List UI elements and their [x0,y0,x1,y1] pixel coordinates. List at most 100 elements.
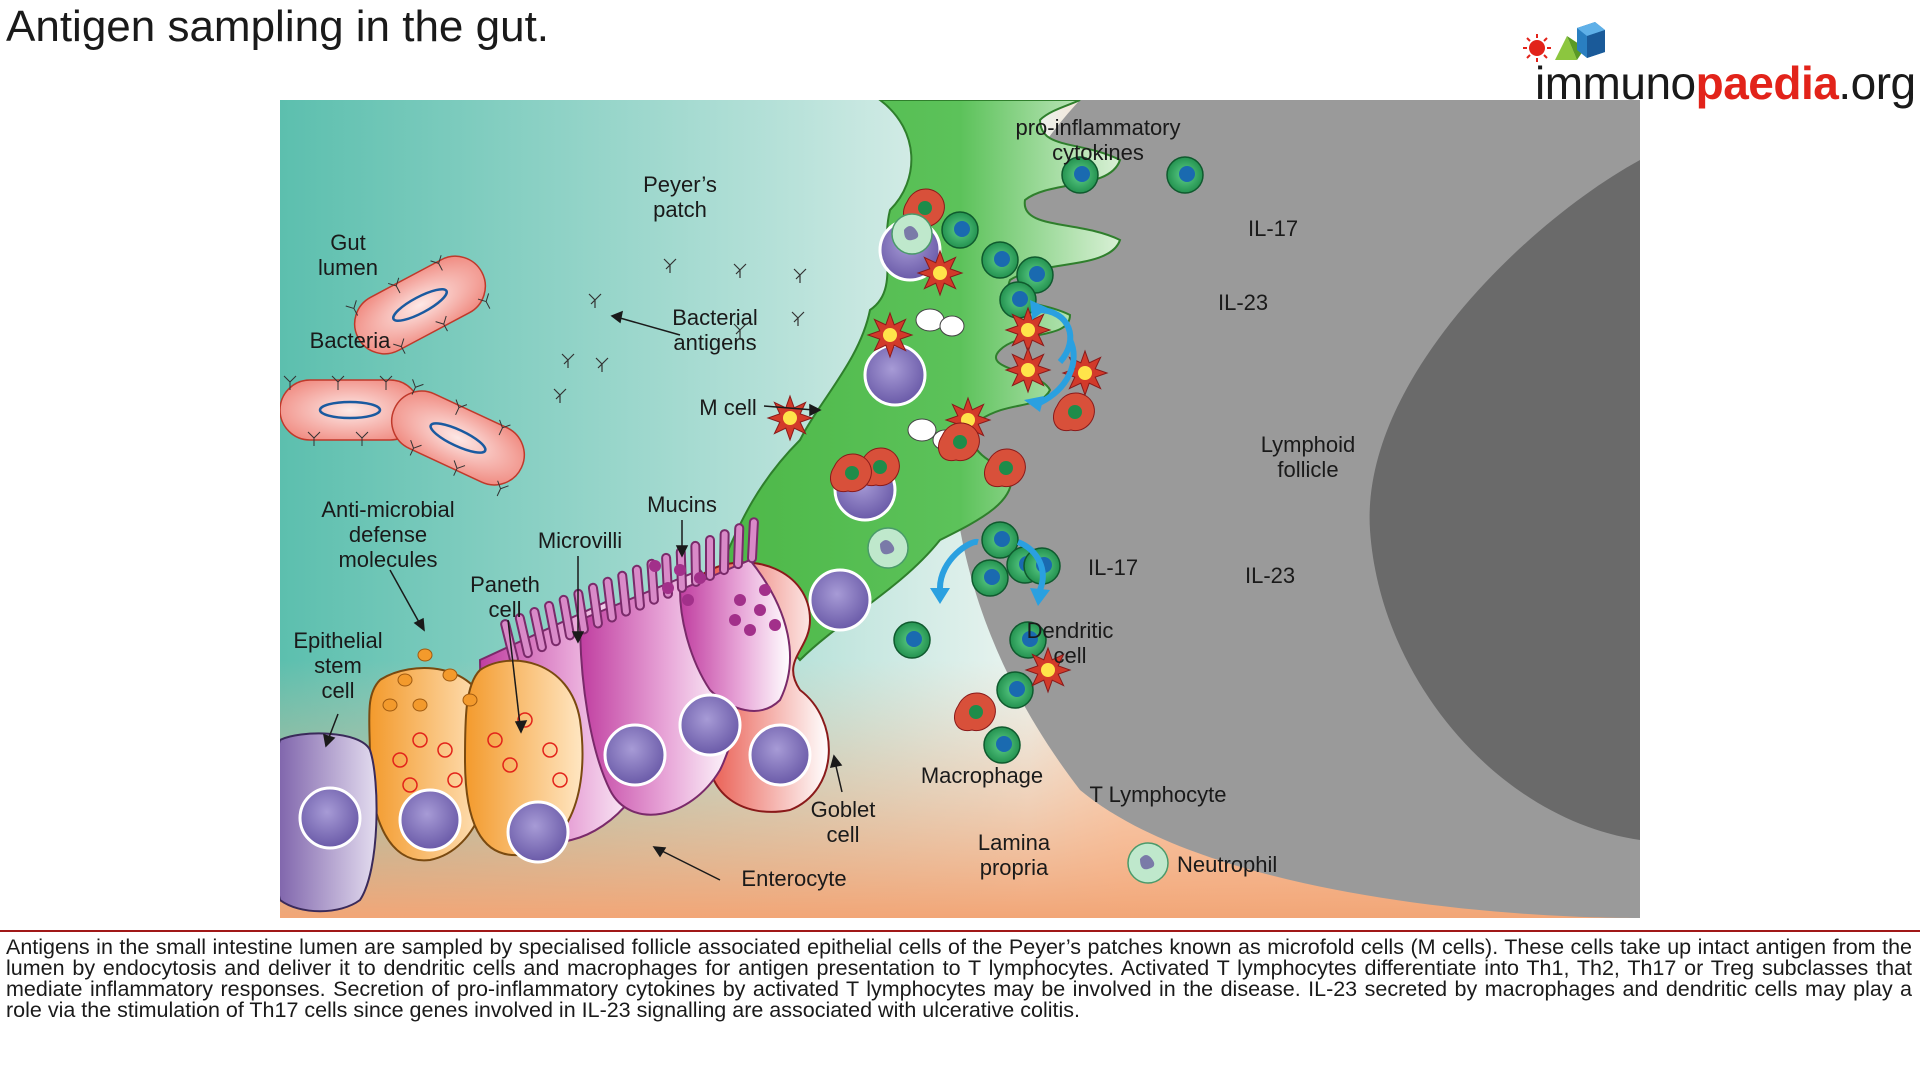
anti-microbial-granule [417,648,433,662]
paneth-granule [402,777,418,793]
bacterium-dna [429,422,487,454]
macrophage-nucleus [999,461,1013,475]
macrophage-nucleus [953,435,967,449]
label-pro-inflammatory-1: pro-inflammatory [1015,115,1180,140]
microvillus [514,613,533,659]
neutrophil-nucleus [1140,855,1155,870]
bacterial-antigen [663,258,677,273]
bacterial-antigen [733,323,747,338]
bacterial-antigen [588,293,602,308]
bacterium-body [353,255,487,355]
label-il23-top: IL-23 [1218,290,1268,315]
label-epithelial-stem-cell-2: stem [314,653,362,678]
bacterium-pilus [498,419,511,436]
microvillus [718,529,730,576]
logo-cubes-icon [1523,22,1605,62]
dendritic-cell-center [1041,663,1055,677]
bacterial-antigen [791,311,805,326]
label-m-cell: M cell [699,395,756,420]
neutrophil-nucleus [904,226,919,241]
paneth-granule [487,732,503,748]
bacterial-antigen [793,268,807,283]
macrophage-nucleus [845,466,859,480]
macrophage-nucleus [969,705,983,719]
lymphoid-follicle-inner [1369,160,1640,840]
goblet-granule [769,619,781,631]
label-peyers-patch-2: patch [653,197,707,222]
bacterial-antigen [561,353,575,368]
bacterium-pilus [307,431,321,446]
goblet-granule [744,624,756,636]
dendritic-cell-center [883,328,897,342]
microvillus [732,523,745,570]
label-neutrophil: Neutrophil [1177,852,1277,877]
bacterium-pilus [453,460,466,476]
label-anti-microbial-2: defense [349,522,427,547]
anti-microbial-granule [462,693,478,707]
bacterium-pilus [411,379,424,395]
goblet-granule [759,584,771,596]
cytokine-arrows [937,307,1077,592]
dendritic-cell-center [933,266,947,280]
bacterial-antigen [733,263,747,278]
mucin-droplet [682,594,694,606]
microvillus [558,594,575,641]
macrophage-nucleus [918,201,932,215]
mucin-droplet [674,564,686,576]
bacterium-pilus [409,440,422,456]
label-epithelial-stem-cell-1: Epithelial [293,628,382,653]
t-lymphocyte-nucleus [984,569,1000,585]
label-macrophage: Macrophage [921,763,1043,788]
label-paneth-cell-1: Paneth [470,572,540,597]
logo-text: immunopaedia.org [1535,57,1916,109]
bacterium-pilus [379,375,393,390]
goblet-granule [754,604,766,616]
label-mucins: Mucins [647,492,717,517]
label-enterocyte: Enterocyte [741,866,846,891]
t-lymphocyte-nucleus [1009,681,1025,697]
label-lamina-propria-2: propria [980,855,1049,880]
label-dendritic-cell-1: Dendritic [1027,618,1114,643]
microvillus [587,582,603,629]
bacterium [390,379,526,497]
arrow-heads [930,300,1050,606]
anti-microbial-granule [397,673,413,687]
microvillus [746,517,759,564]
label-gut-lumen-1: Gut [330,230,365,255]
label-bacterial-antigens-2: antigens [673,330,756,355]
label-microvilli: Microvilli [538,528,622,553]
t-lymphocyte-nucleus [1074,166,1090,182]
t-lymphocyte-nucleus [1029,266,1045,282]
microvillus [544,600,561,647]
page-title: Antigen sampling in the gut. [6,2,550,51]
macrophage-nucleus [873,460,887,474]
bacterium-pilus [355,431,369,446]
mucin-droplet [694,572,706,584]
label-il17-bottom: IL-17 [1088,555,1138,580]
label-dendritic-cell-2: cell [1053,643,1086,668]
t-lymphocyte-nucleus [954,221,970,237]
dendritic-cell-center [1021,323,1035,337]
figure-caption: Antigens in the small intestine lumen ar… [6,935,1912,1022]
paneth-granule [437,742,453,758]
label-peyers-patch-1: Peyer’s [643,172,717,197]
bacterium-pilus [477,293,491,309]
immunopaedia-logo[interactable]: immunopaedia.org [1515,8,1916,109]
label-goblet-cell-2: cell [826,822,859,847]
paneth-granule [542,742,558,758]
bacterium-body [390,390,526,486]
label-bacteria: Bacteria [310,328,391,353]
paneth-granule [517,712,533,728]
paneth-granule [392,752,408,768]
paneth-granule [412,732,428,748]
goblet-granule [734,594,746,606]
label-epithelial-stem-cell-3: cell [321,678,354,703]
paneth-cells [368,659,584,864]
